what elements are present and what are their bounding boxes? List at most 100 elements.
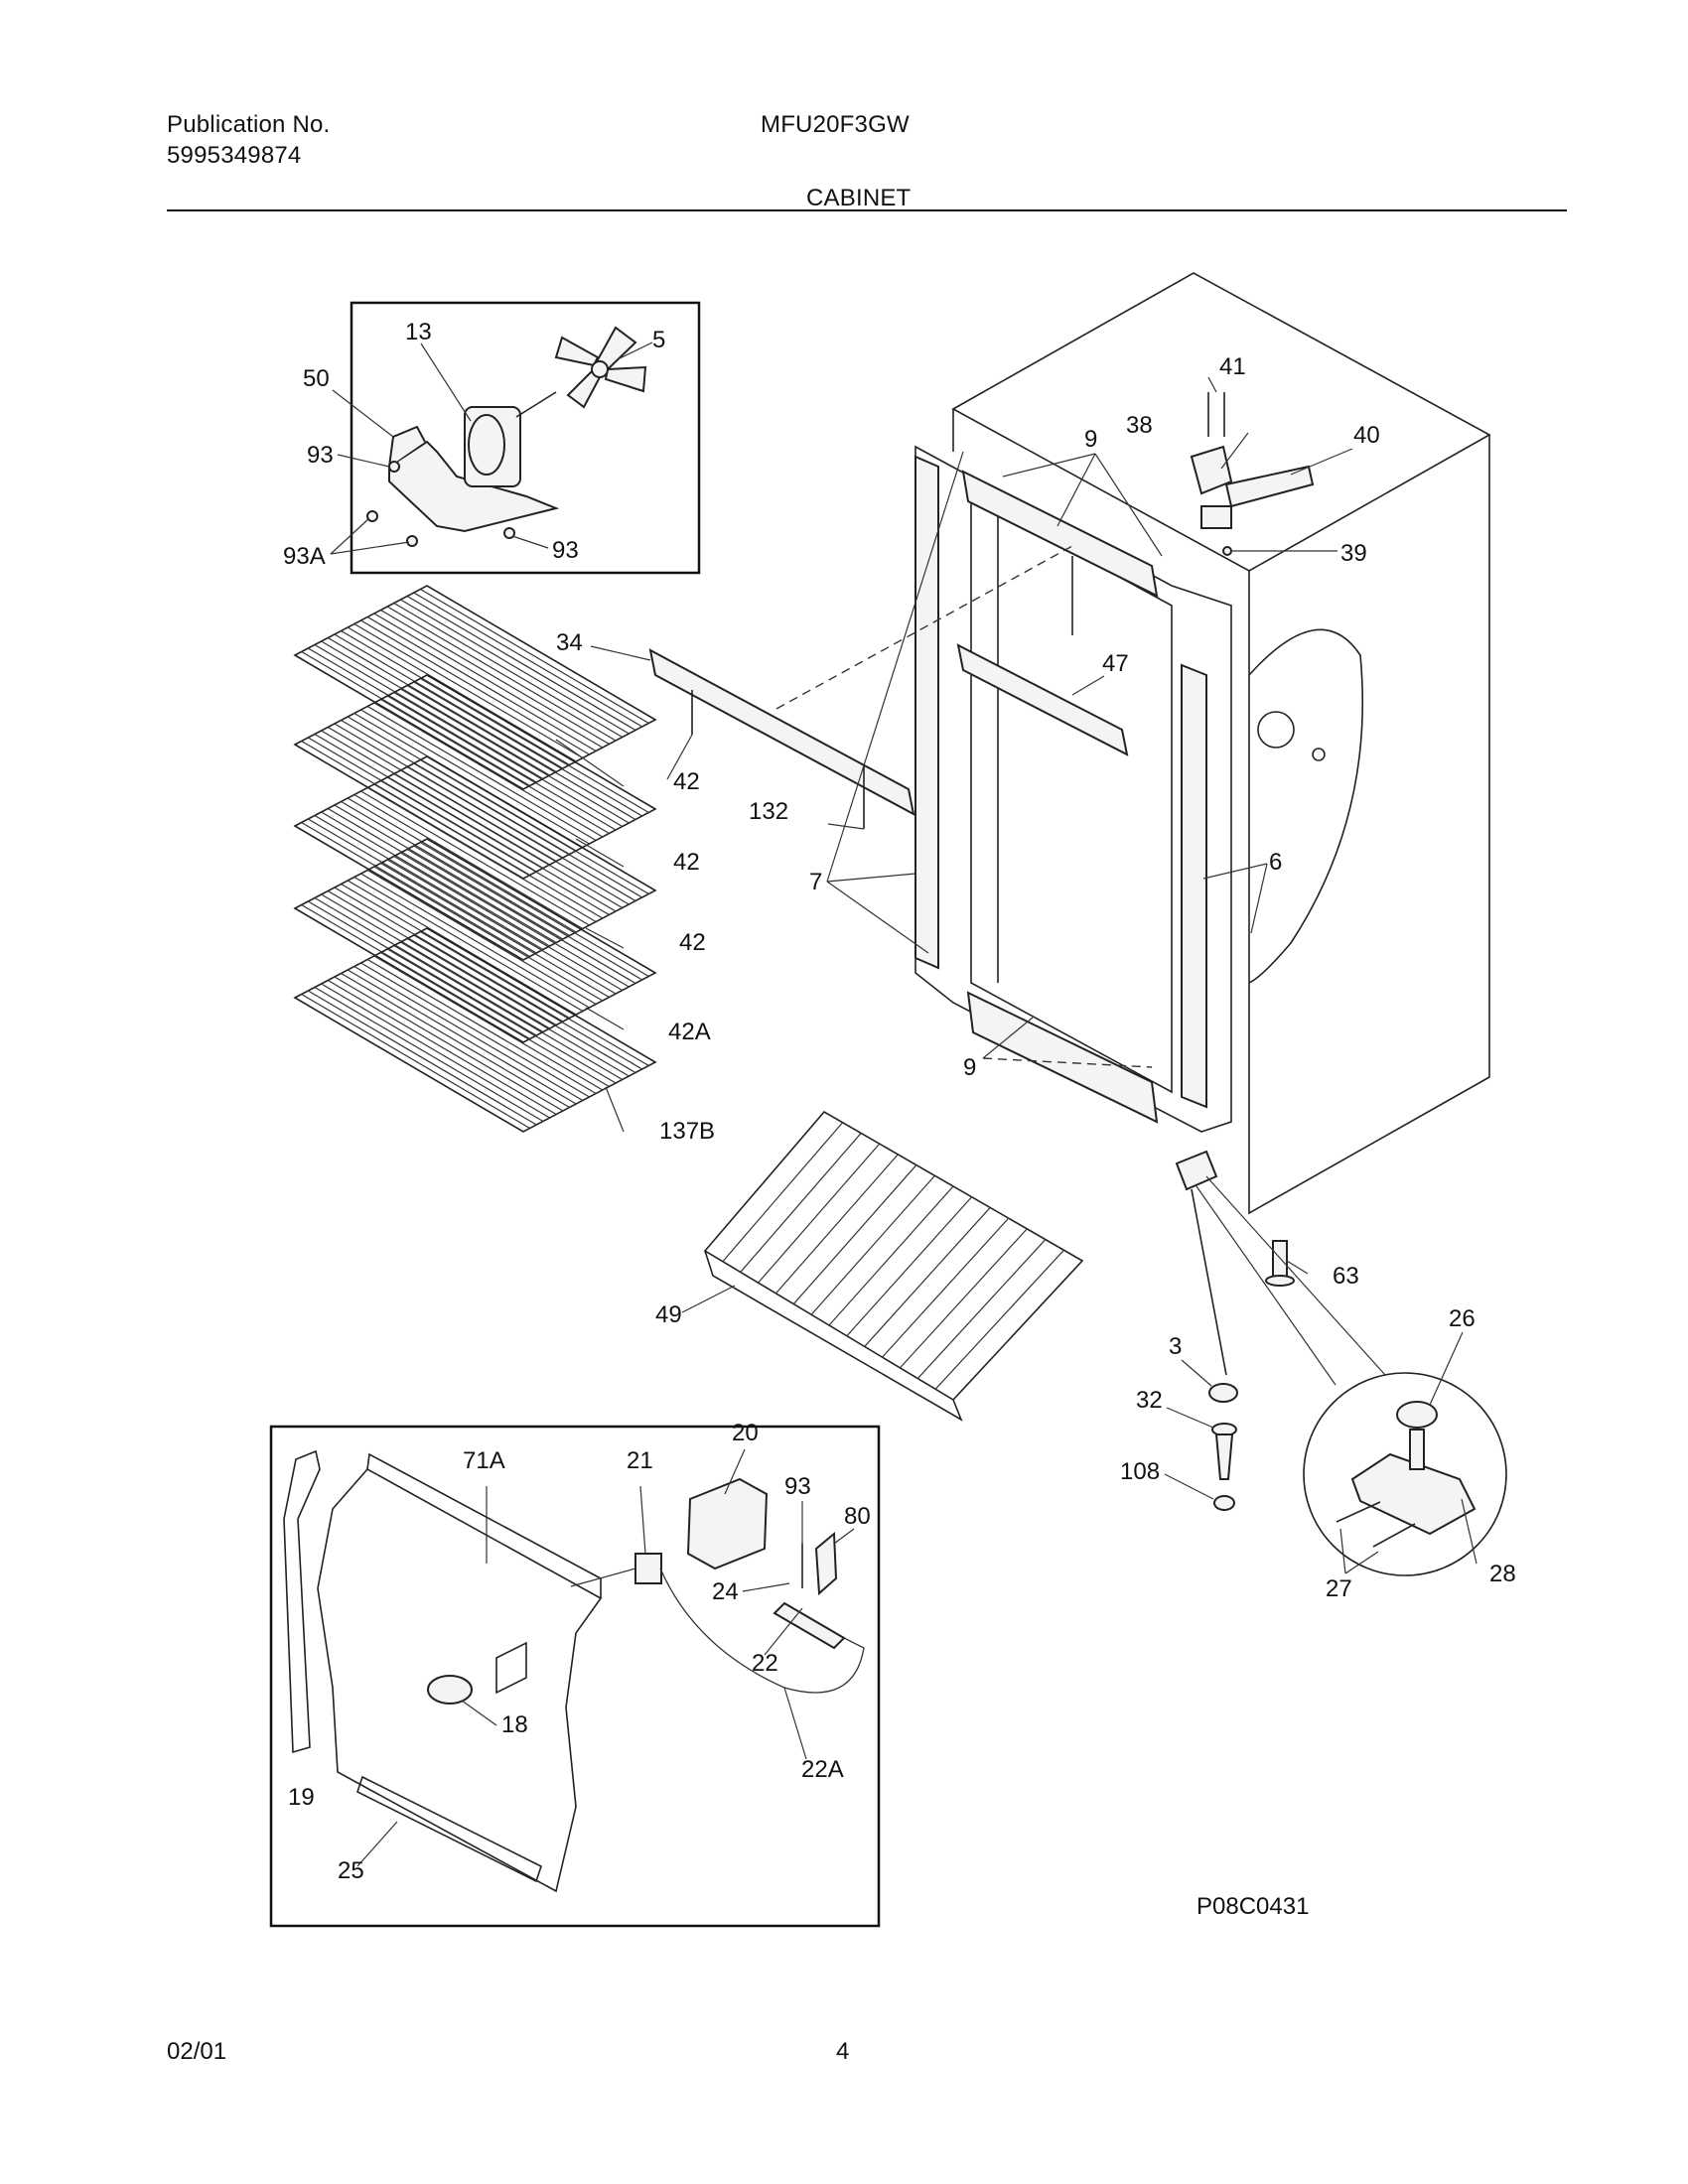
shelf-wire [334, 887, 564, 1023]
basket-wire [899, 1228, 1028, 1369]
shelf-wire [380, 951, 610, 1088]
callout-28: 28 [1489, 1561, 1516, 1587]
shelf-wire [314, 896, 544, 1033]
leader-25 [356, 1821, 398, 1867]
callout-19: 19 [288, 1784, 315, 1811]
callout-21: 21 [627, 1447, 653, 1474]
callout-38: 38 [1126, 412, 1153, 439]
callout-34: 34 [556, 629, 583, 656]
screw-93-b [503, 527, 515, 539]
leader-63 [1286, 1260, 1309, 1275]
shelf-wire [327, 889, 557, 1026]
leader-93-bot [511, 535, 549, 549]
wire-shelf-2 [293, 674, 657, 880]
shelf-wire [321, 640, 550, 776]
shelf-wire [327, 979, 557, 1116]
shelf-wire [314, 986, 544, 1123]
wire-shelf-3 [293, 755, 657, 961]
shelf-wire [373, 866, 604, 1002]
shelf-wire [406, 595, 636, 732]
top-hinge-38 [1190, 445, 1233, 495]
leader-26 [1429, 1331, 1464, 1406]
callout-93-top: 93 [307, 442, 334, 469]
control-inset-frame [269, 1425, 881, 1928]
shelf-wire [321, 893, 550, 1029]
callout-9-bot: 9 [963, 1054, 976, 1081]
model-number: MFU20F3GW [761, 111, 910, 138]
callout-9-top: 9 [1084, 426, 1097, 453]
callout-137B: 137B [659, 1118, 715, 1145]
support-alignment-line [775, 545, 1073, 710]
shelf-wire [413, 934, 643, 1070]
bottom-hinge [1175, 1150, 1218, 1191]
leader-9-a [1002, 453, 1096, 478]
cabinet-side-bulge [1248, 628, 1364, 984]
bracket-80 [814, 1531, 838, 1596]
basket-wire [758, 1143, 881, 1284]
shelf-wire [373, 783, 604, 919]
shelf-wire [301, 903, 530, 1040]
leader-22A [783, 1687, 807, 1760]
shelf-wire [406, 848, 636, 985]
footer-date: 02/01 [167, 2038, 227, 2065]
callout-71A: 71A [463, 1447, 505, 1474]
leader-42-b [575, 838, 625, 868]
panel-top-flange [366, 1452, 602, 1598]
leader-47 [1071, 675, 1105, 696]
shelf-wire [347, 626, 577, 762]
callout-25: 25 [338, 1857, 364, 1884]
shelf-wire [420, 588, 649, 725]
shelf-wire [386, 948, 617, 1084]
callout-93-bot: 93 [552, 537, 579, 564]
shelf-wire [393, 602, 624, 739]
shelf-wire [327, 807, 557, 944]
callout-13: 13 [405, 319, 432, 345]
shelf-wire [334, 976, 564, 1112]
leader-13 [420, 342, 472, 422]
callout-50: 50 [303, 365, 330, 392]
basket-front-lip [704, 1250, 963, 1422]
shelf-wire [413, 681, 643, 817]
leader-42A [585, 1007, 625, 1030]
control-panel-inset [269, 1425, 881, 1928]
leader-38 [1220, 432, 1249, 470]
shelf-rail-47 [956, 643, 1129, 756]
cabinet-side [1248, 435, 1490, 1215]
hinge-cover-40 [1224, 465, 1315, 508]
leveler-base [1265, 1275, 1295, 1287]
basket-wire [864, 1207, 991, 1347]
screw-27-a [1336, 1501, 1381, 1523]
shelf-wire [380, 862, 610, 999]
cap-3 [1208, 1383, 1238, 1403]
leader-9-b [1056, 453, 1096, 527]
thermostat-21 [634, 1553, 662, 1584]
motor-shaft [515, 391, 557, 418]
shelf-wire [360, 962, 590, 1098]
leader-40 [1290, 448, 1353, 476]
fan-blade [554, 326, 647, 409]
shelf-frame [293, 585, 657, 790]
callout-42-b: 42 [673, 849, 700, 876]
basket-49 [703, 1110, 1084, 1422]
hinge-plate-39 [1200, 505, 1232, 529]
shelf-wire [321, 983, 550, 1119]
shelf-wire [347, 797, 577, 933]
callout-26: 26 [1449, 1305, 1476, 1332]
callout-63: 63 [1333, 1263, 1359, 1290]
shelf-wire [314, 814, 544, 951]
publication-number: 5995349874 [167, 142, 302, 169]
strip-25 [356, 1775, 542, 1883]
screw-93A-b [406, 535, 418, 547]
leader-132-b [827, 823, 865, 830]
leader-7-b [826, 881, 929, 954]
basket-wire [774, 1154, 899, 1295]
shelf-wire [420, 930, 649, 1067]
leader-42-c [585, 927, 625, 949]
knob-housing-20 [686, 1477, 769, 1570]
screw-93-a [388, 461, 400, 473]
basket-outline [703, 1110, 1084, 1402]
callout-132: 132 [749, 798, 788, 825]
shelf-wire [301, 993, 530, 1130]
screw-27-b [1372, 1523, 1416, 1548]
callout-41: 41 [1219, 353, 1246, 380]
